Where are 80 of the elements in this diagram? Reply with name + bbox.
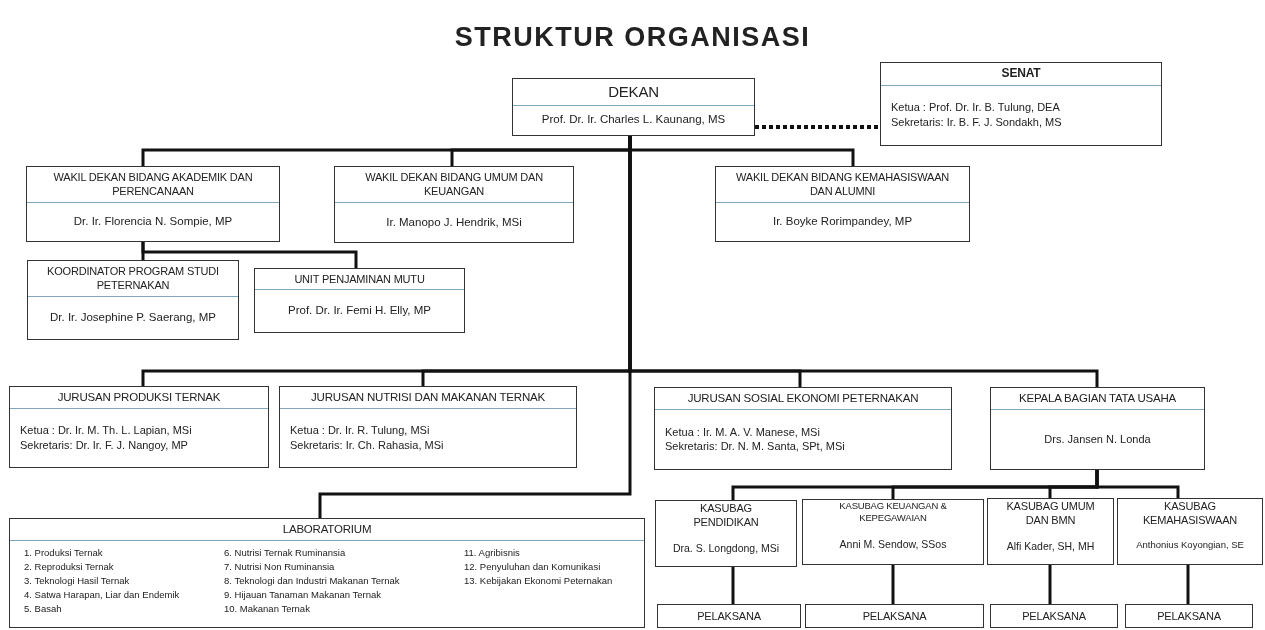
member-name: Dra. S. Longdong, MSi [671, 540, 781, 555]
org-box [9, 518, 645, 628]
chart-title: STRUKTUR ORGANISASI [454, 22, 811, 52]
org-box [334, 166, 574, 243]
unit-title: KASUBAG KEUANGAN & KEPEGAWAIAN [838, 500, 948, 525]
unit-title: UNIT PENJAMINAN MUTU [294, 272, 425, 287]
org-box [805, 604, 984, 628]
unit-title: SENAT [1001, 66, 1041, 82]
unit-title: WAKIL DEKAN BIDANG UMUM DAN KEUANGAN [364, 170, 544, 199]
unit-title: KASUBAG KEMAHASISWAAN [1141, 499, 1239, 528]
member-name: Ir. Boyke Rorimpandey, MP [771, 214, 914, 230]
member-name: Prof. Dr. Ir. Femi H. Elly, MP [287, 303, 432, 319]
member-name: Prof. Dr. Ir. Charles L. Kaunang, MS [540, 112, 727, 128]
lab-list-item: 1. Produksi Ternak [24, 546, 104, 560]
unit-title: PELAKSANA [697, 608, 761, 624]
member-name: Sekretaris: Dr. N. M. Santa, SPt, MSi [665, 439, 846, 455]
org-box [1117, 498, 1263, 565]
unit-title: PELAKSANA [862, 608, 927, 624]
org-box [27, 260, 239, 340]
lab-list-item: 6. Nutrisi Ternak Ruminansia [224, 546, 347, 560]
unit-title: KASUBAG PENDIDIKAN [692, 501, 760, 530]
member-name: Ketua : Prof. Dr. Ir. B. Tulung, DEA [891, 100, 1061, 116]
org-box [1125, 604, 1253, 628]
connector-line [731, 567, 735, 604]
unit-title: DEKAN [608, 82, 659, 102]
unit-title: JURUSAN NUTRISI DAN MAKANAN TERNAK [311, 390, 545, 405]
unit-title: JURUSAN SOSIAL EKONOMI PETERNAKAN [687, 391, 919, 406]
connector-line [1186, 565, 1190, 604]
unit-title: JURUSAN PRODUKSI TERNAK [57, 390, 221, 405]
unit-title: PELAKSANA [1022, 608, 1086, 624]
unit-title: PELAKSANA [1157, 608, 1221, 624]
lab-list-item: 4. Satwa Harapan, Liar dan Endemik [24, 588, 181, 602]
org-box [654, 387, 952, 470]
org-box [279, 386, 577, 468]
lab-list-item: 2. Reproduksi Ternak [24, 560, 115, 574]
lab-list-item: 9. Hijauan Tanaman Makanan Ternak [224, 588, 383, 602]
member-name: Dr. Ir. Josephine P. Saerang, MP [49, 310, 217, 326]
connector-line [1095, 470, 1180, 498]
lab-list-item: 11. Agribisnis [464, 546, 521, 560]
member-name: Ketua : Dr. Ir. R. Tulung, MSi [290, 423, 431, 438]
member-name: Drs. Jansen N. Londa [1043, 432, 1152, 447]
member-name: Anni M. Sendow, SSos [838, 537, 948, 552]
unit-title: WAKIL DEKAN BIDANG AKADEMIK DAN PERENCANAAN [52, 170, 254, 199]
org-box [715, 166, 970, 242]
org-box [512, 78, 755, 136]
org-box [990, 387, 1205, 470]
member-name: Sekretaris: Dr. Ir. F. J. Nangoy, MP [20, 437, 189, 453]
lab-list-item: 8. Teknologi dan Industri Makanan Ternak [224, 574, 401, 588]
member-name: Anthonius Koyongian, SE [1135, 539, 1245, 553]
connector-line [141, 242, 358, 268]
member-name: Ir. Manopo J. Hendrik, MSi [385, 214, 523, 230]
member-name: Ketua : Dr. Ir. M. Th. L. Lapian, MSi [20, 423, 193, 438]
org-box [254, 268, 465, 333]
lab-list-item: 12. Penyuluhan dan Komunikasi [464, 560, 602, 574]
org-box [990, 604, 1118, 628]
member-name: Sekretaris: Ir. B. F. J. Sondakh, MS [891, 115, 1063, 131]
org-box [657, 604, 801, 628]
dotted-connector [755, 125, 880, 129]
org-box [9, 386, 269, 468]
org-box [802, 499, 984, 565]
member-name: Sekretaris: Ir. Ch. Rahasia, MSi [290, 437, 445, 453]
member-name: Ketua : Ir. M. A. V. Manese, MSi [665, 424, 821, 440]
connector-line [1048, 565, 1052, 604]
unit-title: WAKIL DEKAN BIDANG KEMAHASISWAAN DAN ALUMNI [735, 170, 950, 199]
member-name: Dr. Ir. Florencia N. Sompie, MP [72, 214, 234, 230]
connector-line [891, 565, 895, 604]
member-name: Alfi Kader, SH, MH [1005, 538, 1096, 553]
org-box [987, 498, 1114, 565]
lab-list-item: 5. Basah [24, 602, 63, 616]
org-box [880, 62, 1162, 146]
lab-list-item: 13. Kebijakan Ekonomi Peternakan [464, 574, 614, 588]
unit-title: KASUBAG UMUM DAN BMN [1005, 499, 1096, 528]
lab-list-item: 7. Nutrisi Non Ruminansia [224, 560, 336, 574]
lab-list-item: 3. Teknologi Hasil Ternak [24, 574, 131, 588]
unit-title: LABORATORIUM [282, 522, 372, 537]
unit-title: KEPALA BAGIAN TATA USAHA [1018, 391, 1177, 406]
lab-list-item: 10. Makanan Ternak [224, 602, 311, 616]
org-box [26, 166, 280, 242]
org-box [655, 500, 797, 567]
unit-title: KOORDINATOR PROGRAM STUDI PETERNAKAN [46, 264, 220, 293]
